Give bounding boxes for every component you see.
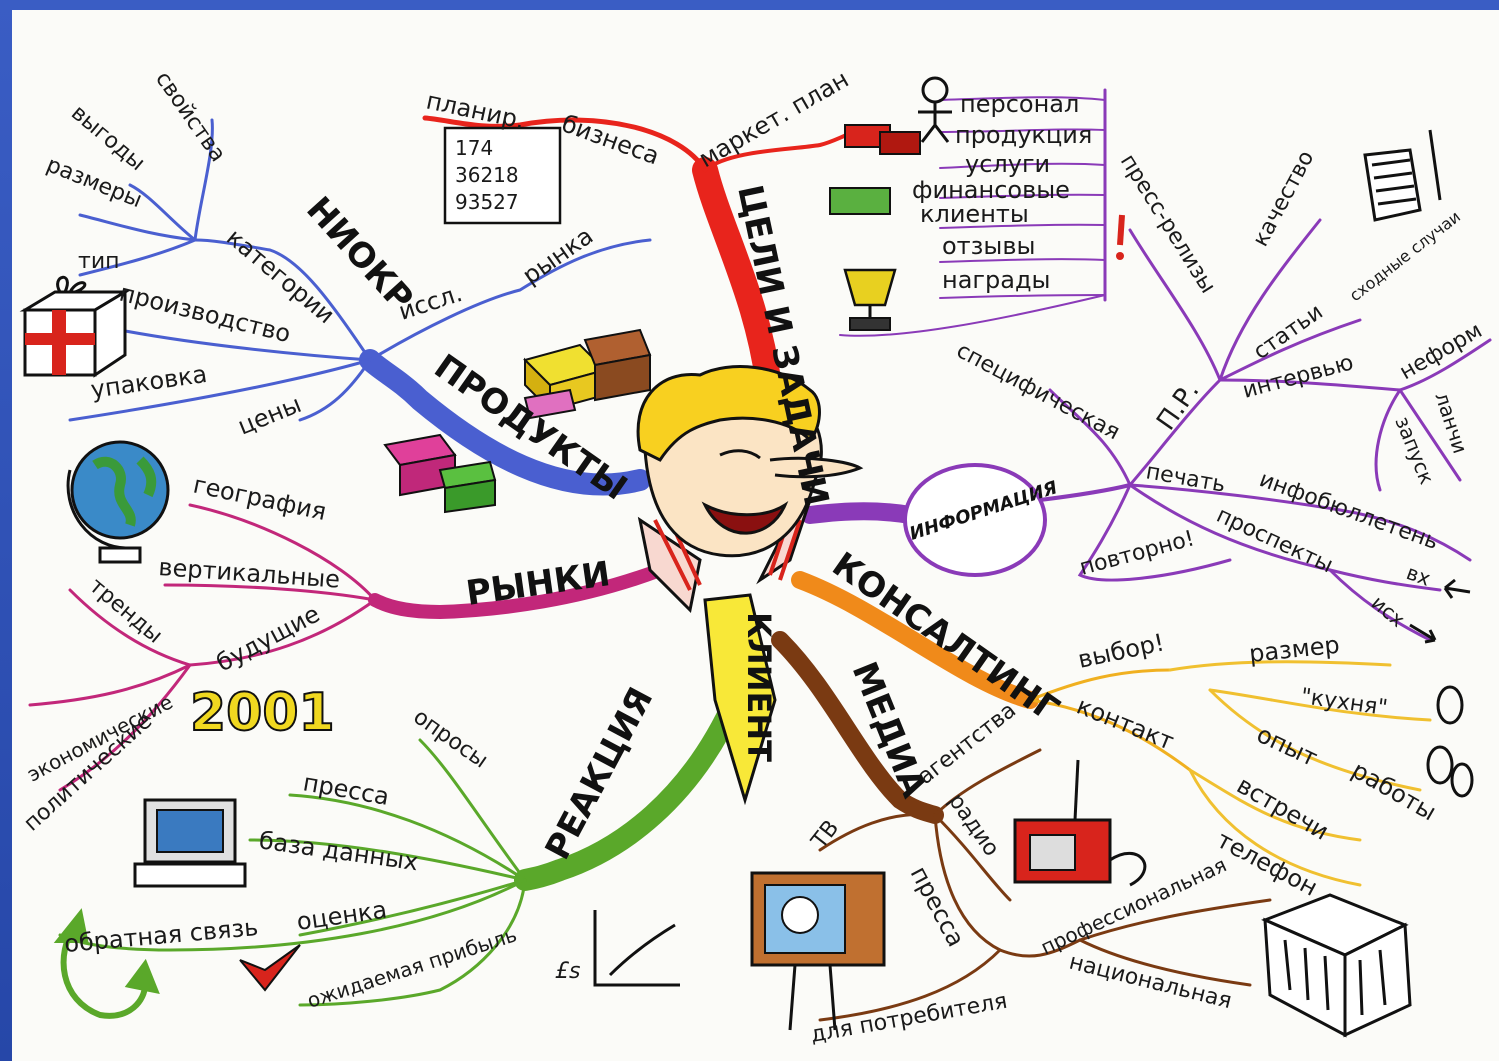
- feedback-cycle-icon: [53, 908, 160, 1019]
- info-list-uslugi: услуги: [965, 150, 1050, 178]
- products-svoistva: свойства: [150, 67, 230, 167]
- branch-consulting: [791, 571, 1432, 887]
- info-list-klienty: клиенты: [920, 200, 1029, 228]
- info-shodnye: сходные случаи: [1346, 207, 1464, 305]
- numbers-notepad: 174 36218 93527: [443, 126, 562, 225]
- chart-symbol: £s: [555, 959, 580, 984]
- mind-map: 174 36218 93527 £s: [12, 10, 1499, 1061]
- info-stati: статьи: [1249, 299, 1328, 364]
- client-figure: КЛИЕНТ: [636, 365, 864, 806]
- media-agentstva: агентства: [913, 698, 1021, 790]
- info-pechat: печать: [1144, 459, 1227, 498]
- goals-item-biznesa: бизнеса: [558, 109, 663, 170]
- media-nacionalnaya: национальная: [1067, 950, 1235, 1015]
- products-proizvodstvo: производство: [117, 279, 294, 349]
- info-specificheskaya: специфическая: [952, 338, 1124, 445]
- profit-chart-icon: £s: [555, 910, 680, 987]
- goals-number-2: 36218: [455, 163, 519, 187]
- consulting-kontakt: контакт: [1073, 692, 1178, 756]
- info-zapusk: запуск: [1390, 413, 1439, 488]
- product-boxes-icon: [383, 328, 652, 514]
- media-radio: радио: [943, 789, 1004, 861]
- radio-icon: [1013, 759, 1147, 887]
- products-ceny: цены: [234, 390, 305, 441]
- goals-number-3: 93527: [455, 190, 519, 214]
- center-label: КЛИЕНТ: [740, 612, 778, 762]
- info-list-produkcia: продукция: [955, 121, 1092, 149]
- exclamation-icon: [1116, 214, 1125, 260]
- info-list-otzyvy: отзывы: [942, 232, 1035, 260]
- trophy-icon: [843, 268, 897, 331]
- branch-markets: [28, 503, 667, 792]
- arrow-out-icon: [1409, 623, 1437, 644]
- computer-icon: [133, 798, 247, 888]
- branch-reaction-label: РЕАКЦИЯ: [538, 681, 662, 866]
- notepad-icon: [1363, 129, 1442, 222]
- branch-reaction: [58, 689, 746, 1007]
- branch-media: [771, 631, 1272, 1022]
- goals-item-marketplan: маркет. план: [694, 65, 853, 173]
- markets-trendy: тренды: [84, 573, 167, 648]
- info-list-finansovye: финансовые: [912, 176, 1070, 204]
- goals-number-1: 174: [455, 136, 493, 160]
- product-stack-icon: [844, 124, 921, 155]
- consulting-opyt: опыт: [1252, 720, 1321, 772]
- reaction-pressa: пресса: [301, 768, 391, 811]
- arrow-in-icon: [1443, 578, 1471, 599]
- consulting-vstrechi: встречи: [1232, 771, 1334, 846]
- media-tv: ТВ: [806, 816, 844, 855]
- newspaper-icon: [1261, 893, 1412, 1038]
- branch-info: [801, 88, 1492, 642]
- branch-products: [68, 118, 652, 496]
- reaction-baza: база данных: [257, 826, 420, 876]
- stick-figure-icon: [918, 76, 952, 143]
- info-bubble: ИНФОРМАЦИЯ: [903, 463, 1060, 577]
- checkmark-icon: [239, 944, 301, 992]
- money-icon: [829, 187, 891, 215]
- year-label: 2001: [190, 683, 335, 743]
- media-dlya: для потребителя: [809, 989, 1009, 1048]
- mind-map-canvas: 174 36218 93527 £s: [19, 65, 1492, 1048]
- reaction-pribyl: ожидаемая прибыль: [304, 922, 520, 1012]
- globe-icon: [66, 440, 170, 564]
- info-press: пресс-релизы: [1115, 150, 1220, 298]
- consulting-kuhnya: "кухня": [1299, 684, 1389, 721]
- consulting-vybor: выбор!: [1075, 628, 1166, 674]
- media-pressa: пресса: [905, 862, 970, 952]
- tv-icon: [750, 871, 886, 1031]
- gift-box-icon: [19, 275, 131, 378]
- info-intervyu: интервью: [1240, 350, 1356, 404]
- reaction-oprosy: опросы: [409, 704, 493, 773]
- footprints-icon: [1426, 685, 1474, 798]
- info-list-personal: персонал: [960, 90, 1079, 118]
- products-tip: тип: [78, 249, 120, 274]
- info-list-nagrady: награды: [942, 266, 1051, 294]
- markets-geografia: география: [191, 470, 329, 525]
